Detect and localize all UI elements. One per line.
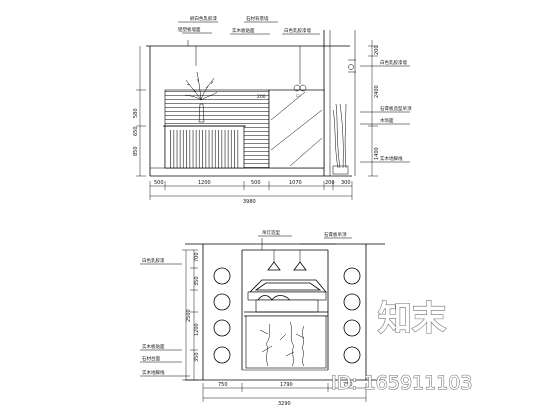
bottom-dim-left-2: 2500 xyxy=(186,309,192,322)
callout-top-3: 实木板贴面 xyxy=(232,27,255,34)
bottom-callout-top-1: 石膏板吊顶 xyxy=(324,231,347,238)
decorative-circles-right xyxy=(343,267,361,364)
top-dim-left-1: 650 xyxy=(133,126,139,136)
top-elevation: ☐ 500 xyxy=(133,15,412,205)
decorative-circles-left xyxy=(213,267,231,364)
callout-top-2: 石材背景墙 xyxy=(246,15,269,22)
watermark: 知末 ID: 165911103 xyxy=(330,298,473,394)
right-plant-column xyxy=(329,30,356,176)
bottom-dims-bottom: 750 1790 750 3290 xyxy=(202,382,367,407)
top-dim-bottom-2: 500 xyxy=(251,180,261,186)
bottom-dim-left-3: 1200 xyxy=(194,323,200,336)
right-callouts: 白色乳胶漆墙 石膏板造型吊顶 木饰面 实木地脚线 xyxy=(360,59,412,163)
bottom-dim-1: 1790 xyxy=(280,382,293,388)
top-dims-left: 580 650 850 xyxy=(133,46,146,177)
bottom-dim-left-1: 350 xyxy=(194,276,200,286)
watermark-logo-text: 知末 xyxy=(378,299,446,339)
top-dim-bottom-5: 300 xyxy=(341,180,351,186)
bottom-dim-total: 3290 xyxy=(278,401,291,407)
glass-display-panel: ☐ xyxy=(268,89,325,169)
top-dim-bottom-1: 1200 xyxy=(198,180,211,186)
top-dim-left-0: 580 xyxy=(133,108,139,118)
vase-plant-decoration xyxy=(184,71,218,123)
callout-right-1: 石膏板造型吊顶 xyxy=(380,105,412,112)
bottom-callout-top-0: 吊灯造型 xyxy=(262,229,280,236)
bottom-elevation: 750 1790 750 3290 700 350 2500 1200 350 … xyxy=(140,229,385,407)
callout-right-0: 白色乳胶漆墙 xyxy=(380,59,407,66)
label-200: 200 xyxy=(257,94,266,100)
top-callouts: 刷白色乳胶漆 铝塑板墙面 石材背景墙 实木板贴面 白色乳胶漆墙 200 xyxy=(178,15,320,100)
bottom-elevation-outline xyxy=(185,243,385,381)
callout-top-0: 刷白色乳胶漆 xyxy=(190,15,217,22)
pendant-ornaments xyxy=(195,46,307,92)
callout-top-1: 铝塑板墙面 xyxy=(178,26,201,33)
top-dim-right-0: 200 xyxy=(374,45,380,55)
callout-right-3: 实木地脚线 xyxy=(380,155,403,162)
counter-vertical-slats xyxy=(170,130,240,168)
top-dim-right-1: 2400 xyxy=(374,85,380,98)
bottom-callouts-top: 吊灯造型 石膏板吊顶 xyxy=(258,229,352,250)
top-dim-left-2: 850 xyxy=(133,146,139,156)
bottom-dim-0: 750 xyxy=(218,382,228,388)
callout-right-2: 木饰面 xyxy=(380,117,394,124)
bottom-callout-left-0: 白色乳胶漆 xyxy=(142,257,165,264)
callout-top-mid: 白色乳胶漆墙 xyxy=(284,27,311,34)
bottom-callout-left-1: 实木板贴面 xyxy=(142,343,165,350)
display-counter xyxy=(244,279,328,369)
top-dim-total: 3980 xyxy=(243,199,256,205)
top-dims-right: 200 2400 1400 xyxy=(368,40,380,177)
svg-text:☐: ☐ xyxy=(296,93,300,98)
top-dim-right-2: 1400 xyxy=(374,147,380,160)
top-dims-bottom: 500 1200 500 1070 200 300 3980 xyxy=(149,180,353,205)
bottom-callout-left-3: 实木地脚线 xyxy=(142,369,165,376)
watermark-id-text: ID: 165911103 xyxy=(331,372,472,394)
bottom-dim-2: 750 xyxy=(343,382,353,388)
bottom-dim-left-0: 700 xyxy=(194,252,200,262)
top-dim-bottom-3: 1070 xyxy=(289,180,302,186)
bottom-dim-left-4: 350 xyxy=(194,352,200,362)
pendant-lamps xyxy=(267,250,307,271)
bottom-callout-left-2: 石材台面 xyxy=(142,355,160,362)
bottom-callouts-left: 白色乳胶漆 实木板贴面 石材台面 实木地脚线 xyxy=(140,257,190,377)
top-dim-bottom-4: 200 xyxy=(325,180,335,186)
bottom-dims-left: 700 350 2500 1200 350 xyxy=(182,249,200,381)
top-dim-bottom-0: 500 xyxy=(154,180,164,186)
